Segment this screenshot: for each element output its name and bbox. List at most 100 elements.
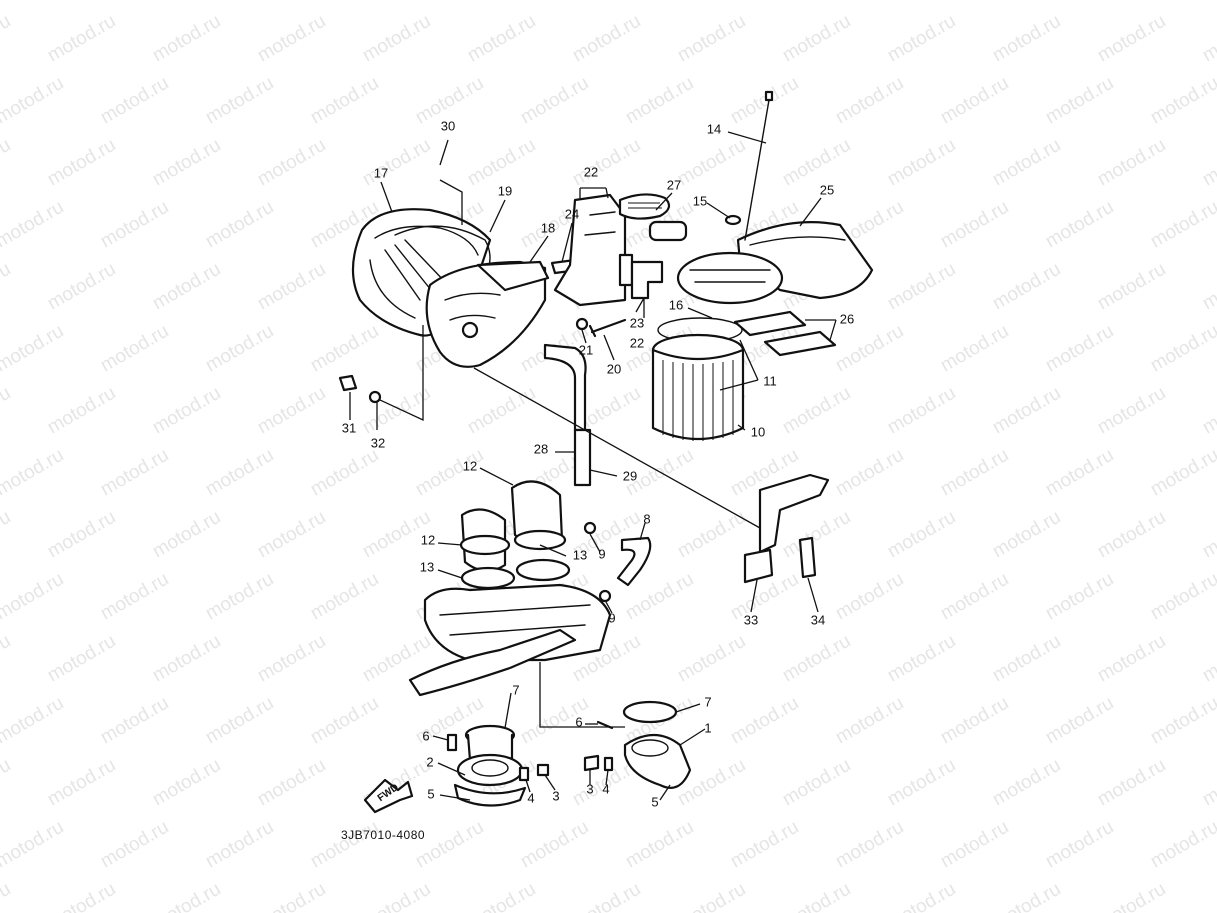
watermark-text: motod.ru xyxy=(44,879,119,913)
watermark-text: motod.ru xyxy=(97,569,172,625)
watermark-text: motod.ru xyxy=(727,693,802,749)
watermark-text: motod.ru xyxy=(359,11,434,67)
watermark-text: motod.ru xyxy=(0,259,14,315)
watermark-text: motod.ru xyxy=(44,755,119,811)
watermark-text: motod.ru xyxy=(884,135,959,191)
part-32-washer xyxy=(368,390,382,404)
watermark-text: motod.ru xyxy=(1094,755,1169,811)
watermark-text: motod.ru xyxy=(1147,0,1217,4)
watermark-text: motod.ru xyxy=(202,73,277,129)
callout-4-left: 4 xyxy=(527,790,534,805)
watermark-text: motod.ru xyxy=(149,135,224,191)
watermark-text: motod.ru xyxy=(1147,445,1217,501)
watermark-text: motod.ru xyxy=(884,507,959,563)
callout-3-left: 3 xyxy=(552,788,559,803)
watermark-text: motod.ru xyxy=(202,693,277,749)
callout-9-bottom: 9 xyxy=(608,610,615,625)
watermark-text: motod.ru xyxy=(202,197,277,253)
watermark-text: motod.ru xyxy=(0,817,67,873)
watermark-text: motod.ru xyxy=(0,197,67,253)
watermark-text: motod.ru xyxy=(202,321,277,377)
fwd-arrow: FWD xyxy=(363,778,414,814)
watermark-text: motod.ru xyxy=(832,0,907,4)
watermark-text: motod.ru xyxy=(779,755,854,811)
watermark-text: motod.ru xyxy=(884,631,959,687)
watermark-text: motod.ru xyxy=(149,11,224,67)
watermark-text: motod.ru xyxy=(202,0,277,4)
watermark-text: motod.ru xyxy=(674,631,749,687)
watermark-text: motod.ru xyxy=(1094,631,1169,687)
watermark-text: motod.ru xyxy=(1042,0,1117,4)
watermark-text: motod.ru xyxy=(307,569,382,625)
watermark-text: motod.ru xyxy=(0,73,67,129)
watermark-text: motod.ru xyxy=(97,693,172,749)
callout-27: 27 xyxy=(667,177,681,192)
part-carburetor xyxy=(408,583,612,697)
watermark-text: motod.ru xyxy=(674,879,749,913)
part-23-bracket xyxy=(630,260,664,300)
callout-12-left: 12 xyxy=(421,532,435,547)
watermark-text: motod.ru xyxy=(1199,755,1217,811)
callout-14: 14 xyxy=(707,121,721,136)
watermark-text: motod.ru xyxy=(412,0,487,4)
watermark-text: motod.ru xyxy=(884,259,959,315)
watermark-text: motod.ru xyxy=(464,879,539,913)
watermark-text: motod.ru xyxy=(989,879,1064,913)
watermark-text: motod.ru xyxy=(1042,693,1117,749)
callout-32: 32 xyxy=(371,435,385,450)
watermark-text: motod.ru xyxy=(674,11,749,67)
watermark-text: motod.ru xyxy=(1199,879,1217,913)
watermark-text: motod.ru xyxy=(0,0,67,4)
watermark-text: motod.ru xyxy=(97,321,172,377)
watermark-text: motod.ru xyxy=(254,879,329,913)
callout-25: 25 xyxy=(820,182,834,197)
watermark-text: motod.ru xyxy=(44,135,119,191)
watermark-text: motod.ru xyxy=(989,383,1064,439)
watermark-text: motod.ru xyxy=(97,73,172,129)
part-27-seal xyxy=(618,193,688,242)
watermark-text: motod.ru xyxy=(97,197,172,253)
callout-20: 20 xyxy=(607,361,621,376)
watermark-text: motod.ru xyxy=(1042,569,1117,625)
callout-9-top: 9 xyxy=(598,546,605,561)
watermark-text: motod.ru xyxy=(1042,197,1117,253)
callout-34: 34 xyxy=(811,612,825,627)
callout-2: 2 xyxy=(426,754,433,769)
watermark-text: motod.ru xyxy=(1199,507,1217,563)
watermark-text: motod.ru xyxy=(1147,569,1217,625)
callout-7-left: 7 xyxy=(512,682,519,697)
part-14-bolt xyxy=(744,90,774,241)
callout-23: 23 xyxy=(630,315,644,330)
watermark-text: motod.ru xyxy=(937,73,1012,129)
watermark-text: motod.ru xyxy=(517,817,592,873)
watermark-text: motod.ru xyxy=(1147,197,1217,253)
watermark-text: motod.ru xyxy=(937,569,1012,625)
watermark-text: motod.ru xyxy=(622,73,697,129)
callout-6-left: 6 xyxy=(422,728,429,743)
watermark-text: motod.ru xyxy=(412,817,487,873)
watermark-text: motod.ru xyxy=(307,445,382,501)
watermark-text: motod.ru xyxy=(0,383,14,439)
watermark-text: motod.ru xyxy=(1147,321,1217,377)
watermark-text: motod.ru xyxy=(779,383,854,439)
callout-22-bottom: 22 xyxy=(630,335,644,350)
callout-33: 33 xyxy=(744,612,758,627)
watermark-text: motod.ru xyxy=(937,197,1012,253)
watermark-text: motod.ru xyxy=(44,631,119,687)
part-26-pads xyxy=(733,310,837,357)
callout-labels: 30 17 19 18 22 24 27 15 14 25 16 23 22 2… xyxy=(342,118,854,809)
callout-19: 19 xyxy=(498,183,512,198)
callout-15: 15 xyxy=(693,193,707,208)
reference-code: 3JB7010-4080 xyxy=(341,828,425,842)
watermark-text: motod.ru xyxy=(779,11,854,67)
callout-3-right: 3 xyxy=(586,781,593,796)
watermark-text: motod.ru xyxy=(1042,817,1117,873)
watermark-text: motod.ru xyxy=(44,11,119,67)
callout-26: 26 xyxy=(840,311,854,326)
watermark-text: motod.ru xyxy=(832,569,907,625)
callout-4-right: 4 xyxy=(602,781,609,796)
watermark-text: motod.ru xyxy=(832,817,907,873)
watermark-text: motod.ru xyxy=(1199,383,1217,439)
callout-21: 21 xyxy=(579,342,593,357)
